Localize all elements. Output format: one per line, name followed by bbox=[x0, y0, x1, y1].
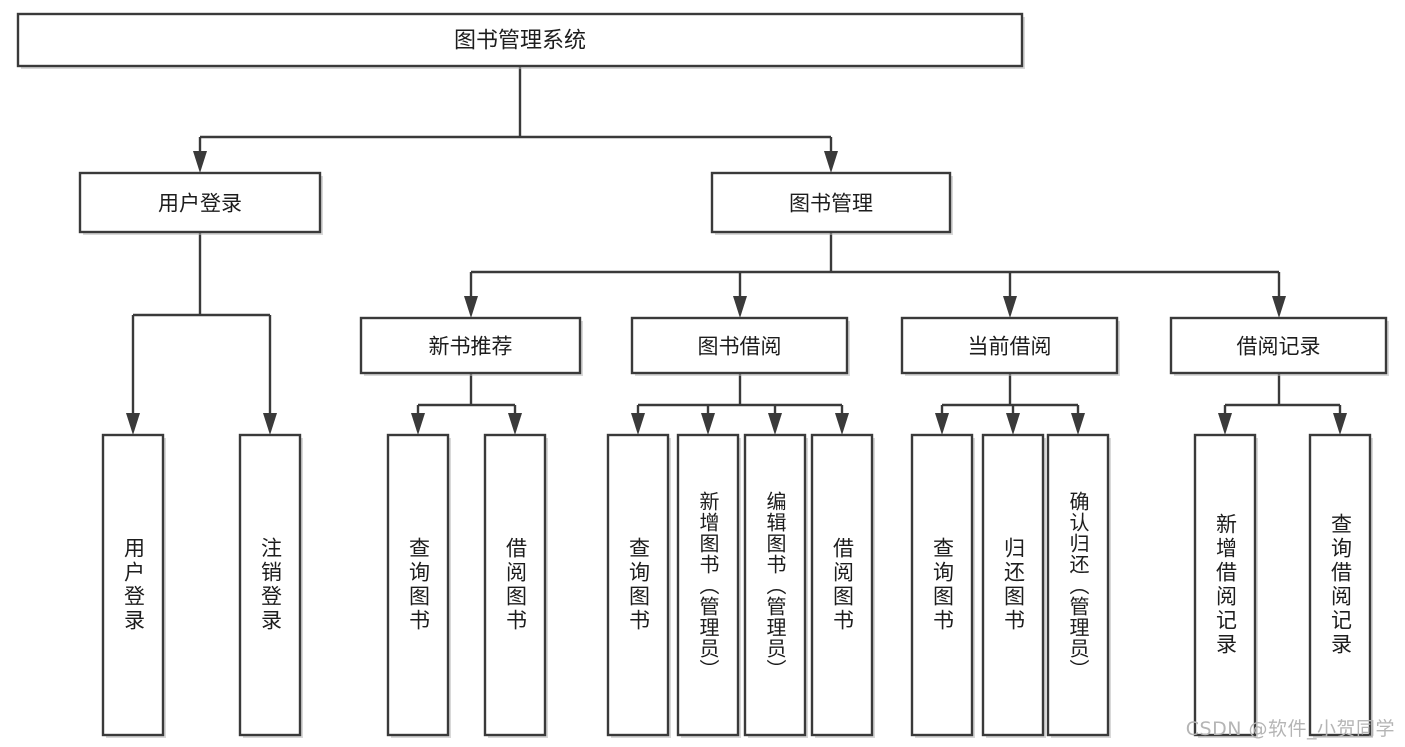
node-level2-1-图书管理[interactable] bbox=[710, 171, 953, 235]
node-level3-0-新书推荐[interactable] bbox=[359, 316, 583, 376]
node-leaf-0-用户登录[interactable] bbox=[101, 433, 166, 738]
node-leaf-10-确认归还管理员[interactable] bbox=[1046, 433, 1111, 738]
node-root-0-图书管理系统[interactable] bbox=[16, 12, 1025, 69]
connector-group-图书借阅 bbox=[631, 373, 849, 435]
arrow-head-icon bbox=[126, 413, 140, 435]
node-leaf-4-查询图书[interactable] bbox=[606, 433, 671, 738]
node-box[interactable] bbox=[16, 12, 1024, 68]
node-box[interactable] bbox=[900, 316, 1119, 375]
arrow-head-icon bbox=[263, 413, 277, 435]
connector-group-root bbox=[193, 66, 838, 173]
node-leaf-3-借阅图书[interactable] bbox=[483, 433, 548, 738]
node-leaf-8-查询图书[interactable] bbox=[910, 433, 975, 738]
arrow-head-icon bbox=[1003, 296, 1017, 318]
node-box[interactable] bbox=[386, 433, 450, 737]
arrow-head-icon bbox=[508, 413, 522, 435]
node-box[interactable] bbox=[910, 433, 974, 737]
node-box[interactable] bbox=[810, 433, 874, 737]
node-box[interactable] bbox=[101, 433, 165, 737]
node-leaf-11-新增借阅记录[interactable] bbox=[1193, 433, 1258, 738]
node-level3-3-借阅记录[interactable] bbox=[1169, 316, 1389, 376]
node-box[interactable] bbox=[483, 433, 547, 737]
arrow-head-icon bbox=[1071, 413, 1085, 435]
arrow-head-icon bbox=[824, 151, 838, 173]
node-label-level3-2: 当前借阅 bbox=[968, 335, 1052, 359]
arrow-head-icon bbox=[733, 296, 747, 318]
node-box[interactable] bbox=[676, 433, 740, 737]
arrow-head-icon bbox=[193, 151, 207, 173]
node-box[interactable] bbox=[1046, 433, 1110, 737]
node-leaf-7-借阅图书[interactable] bbox=[810, 433, 875, 738]
node-leaf-5-新增图书管理员[interactable] bbox=[676, 433, 741, 738]
arrow-head-icon bbox=[1333, 413, 1347, 435]
node-box[interactable] bbox=[238, 433, 302, 737]
node-box[interactable] bbox=[359, 316, 582, 375]
node-level3-1-图书借阅[interactable] bbox=[630, 316, 850, 376]
node-level3-2-当前借阅[interactable] bbox=[900, 316, 1120, 376]
arrow-head-icon bbox=[1006, 413, 1020, 435]
node-box[interactable] bbox=[981, 433, 1045, 737]
watermark-text: CSDN @软件_小贺同学 bbox=[1185, 718, 1395, 740]
node-label-level3-1: 图书借阅 bbox=[698, 335, 782, 359]
node-label-level2-1: 图书管理 bbox=[789, 192, 873, 216]
node-box[interactable] bbox=[78, 171, 322, 234]
node-label-root-0: 图书管理系统 bbox=[454, 29, 586, 54]
node-leaf-9-归还图书[interactable] bbox=[981, 433, 1046, 738]
node-box[interactable] bbox=[1308, 433, 1372, 737]
node-leaf-6-编辑图书管理员[interactable] bbox=[743, 433, 808, 738]
node-label-level3-0: 新书推荐 bbox=[429, 335, 513, 359]
node-leaf-12-查询借阅记录[interactable] bbox=[1308, 433, 1373, 738]
node-label-level2-0: 用户登录 bbox=[158, 192, 242, 216]
connectors-layer bbox=[126, 66, 1347, 435]
node-leaf-2-查询图书[interactable] bbox=[386, 433, 451, 738]
boxes-layer bbox=[16, 12, 1389, 738]
arrow-head-icon bbox=[411, 413, 425, 435]
node-box[interactable] bbox=[710, 171, 952, 234]
node-box[interactable] bbox=[1193, 433, 1257, 737]
node-leaf-1-注销登录[interactable] bbox=[238, 433, 303, 738]
arrow-head-icon bbox=[1272, 296, 1286, 318]
arrow-head-icon bbox=[631, 413, 645, 435]
connector-group-当前借阅 bbox=[935, 373, 1085, 435]
arrow-head-icon bbox=[1218, 413, 1232, 435]
node-box[interactable] bbox=[630, 316, 849, 375]
connector-group-借阅记录 bbox=[1218, 373, 1347, 435]
connector-group-user-login bbox=[126, 232, 277, 435]
node-label-level3-3: 借阅记录 bbox=[1237, 335, 1321, 359]
node-box[interactable] bbox=[606, 433, 670, 737]
node-box[interactable] bbox=[1169, 316, 1388, 375]
arrow-head-icon bbox=[768, 413, 782, 435]
arrow-head-icon bbox=[835, 413, 849, 435]
node-box[interactable] bbox=[743, 433, 807, 737]
arrow-head-icon bbox=[701, 413, 715, 435]
connector-group-book-management bbox=[464, 232, 1286, 318]
arrow-head-icon bbox=[464, 296, 478, 318]
connector-group-新书推荐 bbox=[411, 373, 522, 435]
arrow-head-icon bbox=[935, 413, 949, 435]
node-level2-0-用户登录[interactable] bbox=[78, 171, 323, 235]
